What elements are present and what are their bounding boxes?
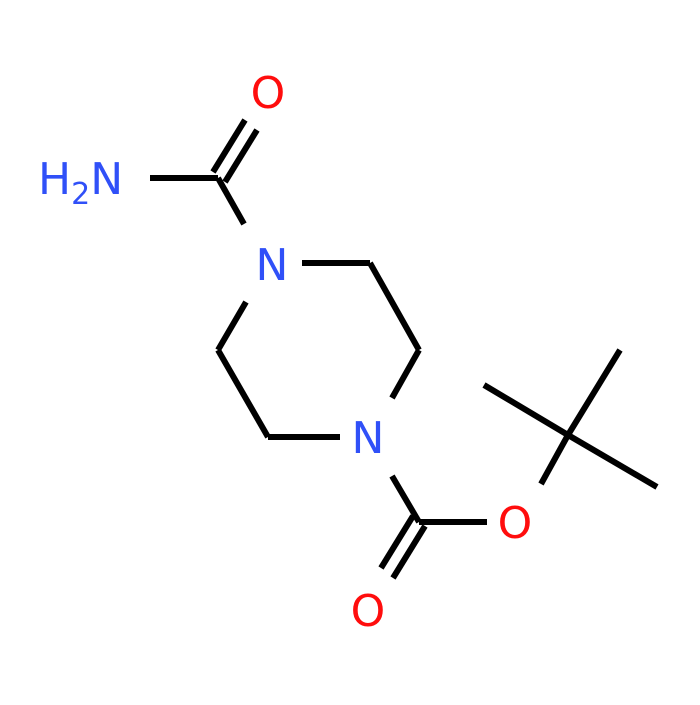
amide-oxygen-label: O <box>251 68 286 119</box>
bond-tbu-methyl-2 <box>565 348 623 437</box>
bond-ring-c5-c6 <box>215 348 271 439</box>
bond-amide-c-ring-n <box>215 176 247 226</box>
ring-nitrogen-top-label: N <box>256 240 289 291</box>
bond-tbu-methyl-3 <box>566 432 659 490</box>
bond-ring-c2-c3 <box>367 261 422 352</box>
bond-ester-o-quaternary-c <box>538 433 571 486</box>
bond-carbamate-c-o-1 <box>378 514 416 570</box>
amide-nh2-label: H2N <box>38 154 123 212</box>
bond-ring-c6-n1 <box>215 300 249 352</box>
bond-amide-c-o-2 <box>222 128 260 184</box>
bond-carbamate-c-o-2 <box>390 524 428 580</box>
bond-ring-n-carbonyl-c <box>389 474 422 524</box>
ester-oxygen-label: O <box>498 498 533 549</box>
ring-nitrogen-bottom-label: N <box>352 413 385 464</box>
bond-amide-c-o-1 <box>210 118 248 174</box>
carbonyl-oxygen-label: O <box>351 586 386 637</box>
bond-tbu-methyl-1 <box>482 382 570 438</box>
bond-ring-c3-n4 <box>389 348 422 400</box>
